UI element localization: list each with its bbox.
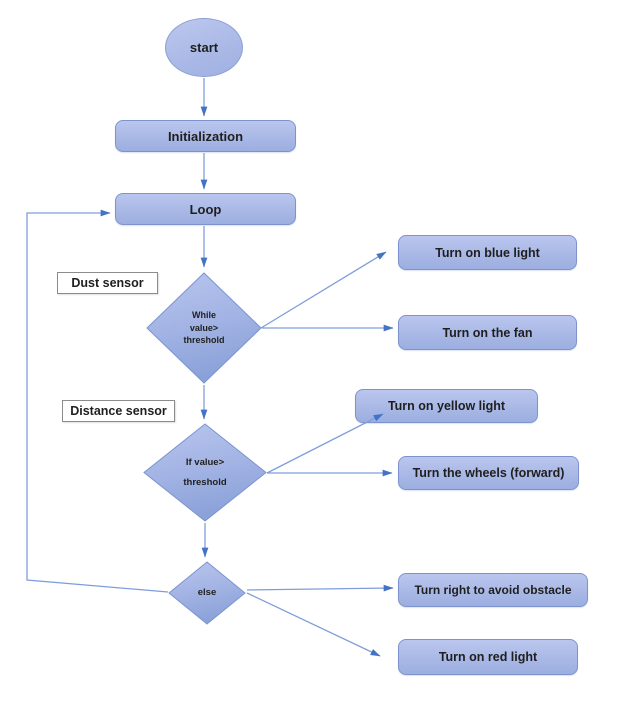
while-decision-line1: While xyxy=(192,310,216,321)
connector-while-to-blue-light xyxy=(260,251,387,329)
loop-label: Loop xyxy=(189,201,222,217)
turn-the-wheels-node: Turn the wheels (forward) xyxy=(398,456,579,490)
turn-the-wheels-label: Turn the wheels (forward) xyxy=(412,466,565,480)
start-label: start xyxy=(189,40,219,55)
dust-sensor-label: Dust sensor xyxy=(71,276,144,290)
turn-on-red-light-node: Turn on red light xyxy=(398,639,578,675)
initialization-label: Initialization xyxy=(167,128,244,144)
else-decision-node: else xyxy=(168,561,246,625)
while-decision-line3: threshold xyxy=(183,335,225,346)
turn-on-blue-light-node: Turn on blue light xyxy=(398,235,577,270)
if-decision-node: If value> threshold xyxy=(143,423,267,522)
turn-right-to-avoid-obstacle-label: Turn right to avoid obstacle xyxy=(414,583,572,597)
if-decision-line2: threshold xyxy=(183,476,227,488)
else-decision-label: else xyxy=(197,587,217,599)
else-decision-shape xyxy=(168,561,246,625)
turn-on-yellow-light-node: Turn on yellow light xyxy=(355,389,538,423)
while-decision-line2: value> xyxy=(189,322,219,333)
turn-on-the-fan-node: Turn on the fan xyxy=(398,315,577,350)
dust-sensor-label-box: Dust sensor xyxy=(57,272,158,294)
turn-on-blue-light-label: Turn on blue light xyxy=(435,245,540,260)
connector-else-to-avoid-obstacle xyxy=(246,584,394,592)
if-decision-text: If value> threshold xyxy=(143,423,267,522)
turn-on-red-light-label: Turn on red light xyxy=(438,650,538,664)
loop-node: Loop xyxy=(115,193,296,225)
connector-else-to-red-light xyxy=(246,592,381,657)
turn-on-the-fan-label: Turn on the fan xyxy=(442,325,533,340)
start-node: start xyxy=(165,18,243,77)
while-decision-text: While value> threshold xyxy=(146,272,262,384)
while-decision-node: While value> threshold xyxy=(146,272,262,384)
else-decision-text: else xyxy=(168,561,246,625)
turn-on-yellow-light-label: Turn on yellow light xyxy=(387,399,506,413)
distance-sensor-label: Distance sensor xyxy=(70,404,167,418)
if-decision-line1: If value> xyxy=(185,456,225,468)
initialization-node: Initialization xyxy=(115,120,296,152)
turn-right-to-avoid-obstacle-node: Turn right to avoid obstacle xyxy=(398,573,588,607)
distance-sensor-label-box: Distance sensor xyxy=(62,400,175,422)
